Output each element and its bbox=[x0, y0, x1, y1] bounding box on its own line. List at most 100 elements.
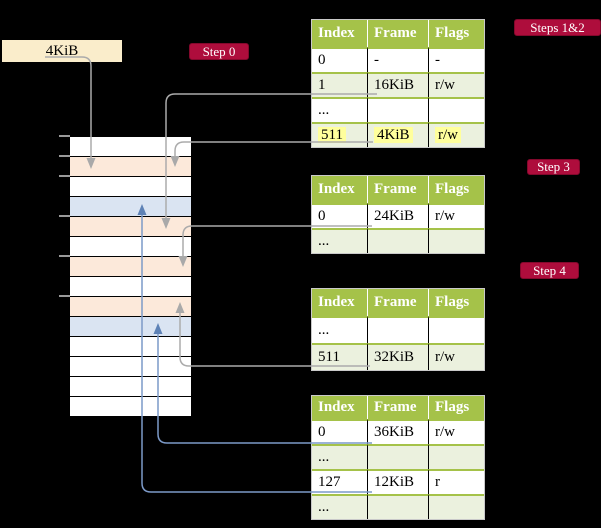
frame-cell: 16KiB bbox=[368, 72, 429, 97]
memory-row bbox=[70, 157, 191, 177]
index-cell: ... bbox=[312, 494, 368, 519]
flags-header: Flags bbox=[429, 289, 484, 316]
badge-step-4-label: Step 4 bbox=[533, 262, 566, 278]
flags-cell: r bbox=[429, 469, 484, 494]
frame-cell: 12KiB bbox=[368, 469, 429, 494]
memory-row bbox=[70, 317, 191, 337]
table-row: 127 12KiB r bbox=[312, 469, 484, 494]
memory-row bbox=[70, 217, 191, 237]
table-row-highlighted: 511 4KiB r/w bbox=[312, 122, 484, 147]
badge-step-3-label: Step 3 bbox=[537, 159, 570, 174]
index-cell: 511 bbox=[312, 343, 368, 370]
frame-header: Frame bbox=[368, 176, 429, 203]
header-row: Index Frame Flags bbox=[312, 20, 484, 47]
flags-cell: r/w bbox=[429, 203, 484, 228]
memory-row bbox=[70, 177, 191, 197]
flags-cell bbox=[429, 316, 484, 343]
memory-row bbox=[70, 397, 191, 417]
flags-cell bbox=[429, 444, 484, 469]
frame-header: Frame bbox=[368, 396, 429, 419]
memory-row bbox=[70, 237, 191, 257]
memory-row bbox=[70, 377, 191, 397]
table-row: 1 16KiB r/w bbox=[312, 72, 484, 97]
memory-tick bbox=[59, 175, 70, 177]
badge-steps-1-2-label: Steps 1&2 bbox=[530, 19, 585, 35]
page-table-final-level: Index Frame Flags 0 36KiB r/w ... 127 12… bbox=[311, 395, 485, 520]
frame-cell: 4KiB bbox=[368, 122, 429, 147]
page-table-step-3: Index Frame Flags 0 24KiB r/w ... bbox=[311, 175, 485, 254]
flags-header: Flags bbox=[429, 176, 484, 203]
flags-cell: - bbox=[429, 47, 484, 72]
table-row: ... bbox=[312, 228, 484, 253]
highlight: r/w bbox=[435, 127, 461, 143]
badge-steps-1-2: Steps 1&2 bbox=[514, 19, 601, 36]
frame-cell bbox=[368, 97, 429, 122]
frame-cell: 24KiB bbox=[368, 203, 429, 228]
highlight: 4KiB bbox=[374, 127, 413, 143]
index-cell: ... bbox=[312, 228, 368, 253]
index-header: Index bbox=[312, 20, 368, 47]
index-cell: 511 bbox=[312, 122, 368, 147]
index-header: Index bbox=[312, 176, 368, 203]
memory-tick bbox=[59, 135, 70, 137]
index-header: Index bbox=[312, 289, 368, 316]
table-row: ... bbox=[312, 444, 484, 469]
table-row: ... bbox=[312, 494, 484, 519]
index-cell: 1 bbox=[312, 72, 368, 97]
index-cell: ... bbox=[312, 444, 368, 469]
frame-cell bbox=[368, 494, 429, 519]
flags-header: Flags bbox=[429, 396, 484, 419]
index-cell: 0 bbox=[312, 203, 368, 228]
index-header: Index bbox=[312, 396, 368, 419]
header-row: Index Frame Flags bbox=[312, 396, 484, 419]
physical-memory-column bbox=[70, 136, 191, 417]
index-cell: ... bbox=[312, 316, 368, 343]
frame-cell bbox=[368, 316, 429, 343]
badge-step-3: Step 3 bbox=[527, 159, 580, 175]
table-row: ... bbox=[312, 97, 484, 122]
header-row: Index Frame Flags bbox=[312, 289, 484, 316]
flags-cell: r/w bbox=[429, 343, 484, 370]
index-cell: ... bbox=[312, 97, 368, 122]
page-table-steps-1-2: Index Frame Flags 0 - - 1 16KiB r/w ... … bbox=[311, 19, 485, 148]
frame-cell: - bbox=[368, 47, 429, 72]
frame-cell bbox=[368, 444, 429, 469]
page-table-step-4: Index Frame Flags ... 511 32KiB r/w bbox=[311, 288, 485, 371]
flags-cell: r/w bbox=[429, 122, 484, 147]
table-row: 511 32KiB r/w bbox=[312, 343, 484, 370]
flags-cell: r/w bbox=[429, 72, 484, 97]
memory-tick bbox=[59, 215, 70, 217]
table-row: 0 36KiB r/w bbox=[312, 419, 484, 444]
badge-step-0: Step 0 bbox=[189, 43, 249, 60]
table-row: 0 - - bbox=[312, 47, 484, 72]
memory-row bbox=[70, 257, 191, 277]
flags-header: Flags bbox=[429, 20, 484, 47]
flags-cell: r/w bbox=[429, 419, 484, 444]
flags-cell bbox=[429, 494, 484, 519]
memory-row bbox=[70, 357, 191, 377]
index-cell: 0 bbox=[312, 419, 368, 444]
memory-row bbox=[70, 297, 191, 317]
memory-row bbox=[70, 137, 191, 157]
frame-cell: 32KiB bbox=[368, 343, 429, 370]
root-frame-box: 4KiB bbox=[2, 40, 122, 62]
memory-row bbox=[70, 277, 191, 297]
memory-row bbox=[70, 197, 191, 217]
frame-cell: 36KiB bbox=[368, 419, 429, 444]
root-frame-label: 4KiB bbox=[45, 42, 79, 59]
flags-cell bbox=[429, 97, 484, 122]
badge-step-4: Step 4 bbox=[520, 262, 579, 279]
frame-header: Frame bbox=[368, 20, 429, 47]
memory-tick bbox=[59, 295, 70, 297]
table-row: 0 24KiB r/w bbox=[312, 203, 484, 228]
memory-tick bbox=[59, 155, 70, 157]
memory-tick bbox=[59, 255, 70, 257]
flags-cell bbox=[429, 228, 484, 253]
index-cell: 127 bbox=[312, 469, 368, 494]
table-row: ... bbox=[312, 316, 484, 343]
badge-step-0-label: Step 0 bbox=[202, 43, 236, 59]
header-row: Index Frame Flags bbox=[312, 176, 484, 203]
memory-row bbox=[70, 337, 191, 357]
highlight: 511 bbox=[318, 127, 346, 143]
